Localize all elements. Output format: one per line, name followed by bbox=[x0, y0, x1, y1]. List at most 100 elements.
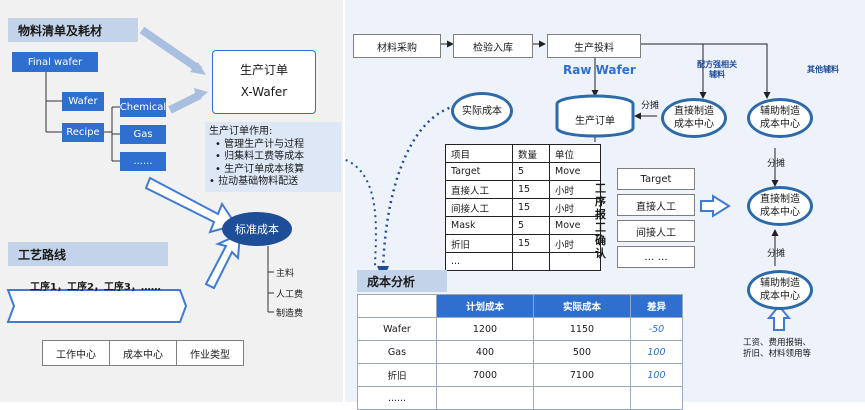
table-cell: Move bbox=[549, 216, 601, 235]
cost-item-overhead: 制造费 bbox=[276, 309, 304, 319]
actual-cost-node[interactable]: 实际成本 bbox=[451, 92, 513, 130]
table-cell: 1150 bbox=[532, 317, 631, 341]
gas-node[interactable]: Gas bbox=[120, 125, 166, 144]
direct-center-top[interactable]: 直接制造 成本中心 bbox=[661, 98, 727, 138]
recipe-related-label: 配方强相关 辅料 bbox=[697, 60, 737, 79]
table-row: Gas 400 500 100 bbox=[357, 340, 684, 364]
table-cell: 5 bbox=[512, 162, 550, 181]
order-role-box: 生产订单作用: • 管理生产计与过程 • 归集料工费等成本 • 生产订单成本核算… bbox=[205, 122, 341, 192]
chemical-node[interactable]: Chemical bbox=[120, 98, 166, 117]
confirm-item[interactable]: 间接人工 bbox=[617, 220, 695, 242]
table-cell: -50 bbox=[629, 317, 684, 341]
table-cell: 直接人工 bbox=[445, 180, 513, 199]
table-cell: 间接人工 bbox=[445, 198, 513, 217]
table-cell: 小时 bbox=[549, 234, 601, 253]
cost-item-material: 主料 bbox=[276, 269, 295, 279]
table-row: 折旧 15 小时 bbox=[445, 234, 601, 253]
production-order-scroll[interactable]: 生产订单 X-Wafer bbox=[212, 50, 316, 114]
table-cell: 100 bbox=[629, 340, 684, 364]
aux-center-bot[interactable]: 辅助制造 成本中心 bbox=[747, 270, 813, 310]
wafer-node[interactable]: Wafer bbox=[62, 92, 104, 111]
table-row: Target 5 Move bbox=[445, 162, 601, 181]
table-cell: 7000 bbox=[436, 363, 534, 387]
table-header-cell: 项目 bbox=[445, 144, 513, 163]
table-header-cell bbox=[357, 294, 437, 318]
right-panel: 材料采购 检验入库 生产投料 Raw Wafer 配方强相关 辅料 其他辅料 实… bbox=[345, 0, 865, 410]
steps-label: 工序1，工序2，工序3，…… bbox=[30, 282, 161, 293]
table-cell: 15 bbox=[512, 234, 550, 253]
table-cell: 1200 bbox=[436, 317, 534, 341]
standard-cost-node[interactable]: 标准成本 bbox=[222, 212, 292, 246]
more-node[interactable]: ...... bbox=[120, 152, 166, 171]
order-role-title: 生产订单作用: bbox=[209, 126, 273, 137]
cost-analysis-title: 成本分析 bbox=[357, 270, 447, 292]
table-cell: Gas bbox=[357, 340, 437, 364]
table-row: Mask 5 Move bbox=[445, 216, 601, 235]
bom-title: 物料清单及耗材 bbox=[8, 18, 138, 42]
table-header-row: 项目 数量 单位 bbox=[445, 144, 601, 163]
order-role-item: • 归集料工费等成本 bbox=[215, 151, 305, 162]
table-cell: Target bbox=[445, 162, 513, 181]
table-cell: Mask bbox=[445, 216, 513, 235]
final-wafer-node[interactable]: Final wafer bbox=[12, 52, 98, 72]
production-order-db[interactable]: 生产订单 bbox=[575, 116, 615, 127]
project-table: 项目 数量 单位 Target 5 Move 直接人工 15 小时 间接人工 1… bbox=[445, 144, 601, 271]
cost-analysis-table: 计划成本 实际成本 差异 Wafer 1200 1150 -50 Gas 400… bbox=[357, 294, 684, 410]
table-cell: 小时 bbox=[549, 198, 601, 217]
table-cell: 折旧 bbox=[445, 234, 513, 253]
table-cell bbox=[629, 386, 684, 410]
share-label-1: 分摊 bbox=[641, 101, 660, 111]
table-cell bbox=[549, 252, 601, 271]
share-label-2: 分摊 bbox=[767, 159, 786, 169]
table-header-cell: 单位 bbox=[549, 144, 601, 163]
cost-item-labor: 人工费 bbox=[276, 290, 304, 300]
table-header-row: 计划成本 实际成本 差异 bbox=[357, 294, 684, 318]
flow-inspection[interactable]: 检验入库 bbox=[453, 34, 533, 58]
flow-material-issue[interactable]: 生产投料 bbox=[547, 34, 641, 58]
table-cell: 小时 bbox=[549, 180, 601, 199]
table-cell: 折旧 bbox=[357, 363, 437, 387]
confirm-list: Target 直接人工 间接人工 … … bbox=[617, 168, 695, 268]
share-label-3: 分摊 bbox=[767, 249, 786, 259]
table-header-cell: 计划成本 bbox=[436, 294, 534, 318]
confirm-item[interactable]: Target bbox=[617, 168, 695, 190]
table-header-cell: 差异 bbox=[629, 294, 684, 318]
raw-wafer-label: Raw Wafer bbox=[563, 63, 636, 77]
table-cell: 400 bbox=[436, 340, 534, 364]
route-boxes: 工作中心 成本中心 作业类型 bbox=[42, 340, 244, 366]
cost-center-box[interactable]: 成本中心 bbox=[110, 340, 177, 366]
order-title: 生产订单 bbox=[239, 63, 288, 77]
table-cell: ... bbox=[445, 252, 513, 271]
order-role-item: • 管理生产计与过程 bbox=[215, 138, 305, 150]
table-row: Wafer 1200 1150 -50 bbox=[357, 317, 684, 341]
recipe-node[interactable]: Recipe bbox=[62, 123, 104, 142]
direct-center-mid[interactable]: 直接制造 成本中心 bbox=[747, 186, 813, 226]
table-header-cell: 实际成本 bbox=[532, 294, 631, 318]
aux-center-top[interactable]: 辅助制造 成本中心 bbox=[747, 98, 813, 138]
confirm-item[interactable]: … … bbox=[617, 246, 695, 268]
table-cell: ...... bbox=[357, 386, 437, 410]
table-cell: Wafer bbox=[357, 317, 437, 341]
table-cell: 15 bbox=[512, 180, 550, 199]
other-aux-label: 其他辅料 bbox=[807, 65, 839, 74]
work-center-box[interactable]: 工作中心 bbox=[42, 340, 110, 366]
order-subtitle: X-Wafer bbox=[240, 85, 288, 99]
table-row: 折旧 7000 7100 100 bbox=[357, 363, 684, 387]
table-cell: 500 bbox=[532, 340, 631, 364]
table-cell: Move bbox=[549, 162, 601, 181]
order-role-extra: • 拉动基础物料配送 bbox=[209, 176, 299, 187]
confirm-label: 工序报工确认 bbox=[595, 182, 606, 260]
confirm-item[interactable]: 直接人工 bbox=[617, 194, 695, 216]
table-header-cell: 数量 bbox=[512, 144, 550, 163]
activity-type-box[interactable]: 作业类型 bbox=[177, 340, 244, 366]
actual-cost-label: 实际成本 bbox=[462, 105, 502, 117]
table-row: 间接人工 15 小时 bbox=[445, 198, 601, 217]
table-cell: 15 bbox=[512, 198, 550, 217]
table-cell bbox=[512, 252, 550, 271]
order-role-item: • 生产订单成本核算 bbox=[215, 163, 305, 175]
table-cell bbox=[436, 386, 534, 410]
flow-procurement[interactable]: 材料采购 bbox=[353, 34, 441, 58]
table-row: 直接人工 15 小时 bbox=[445, 180, 601, 199]
bottom-note: 工资、费用报销、 折旧、材料领用等 bbox=[743, 338, 812, 359]
table-cell: 7100 bbox=[532, 363, 631, 387]
